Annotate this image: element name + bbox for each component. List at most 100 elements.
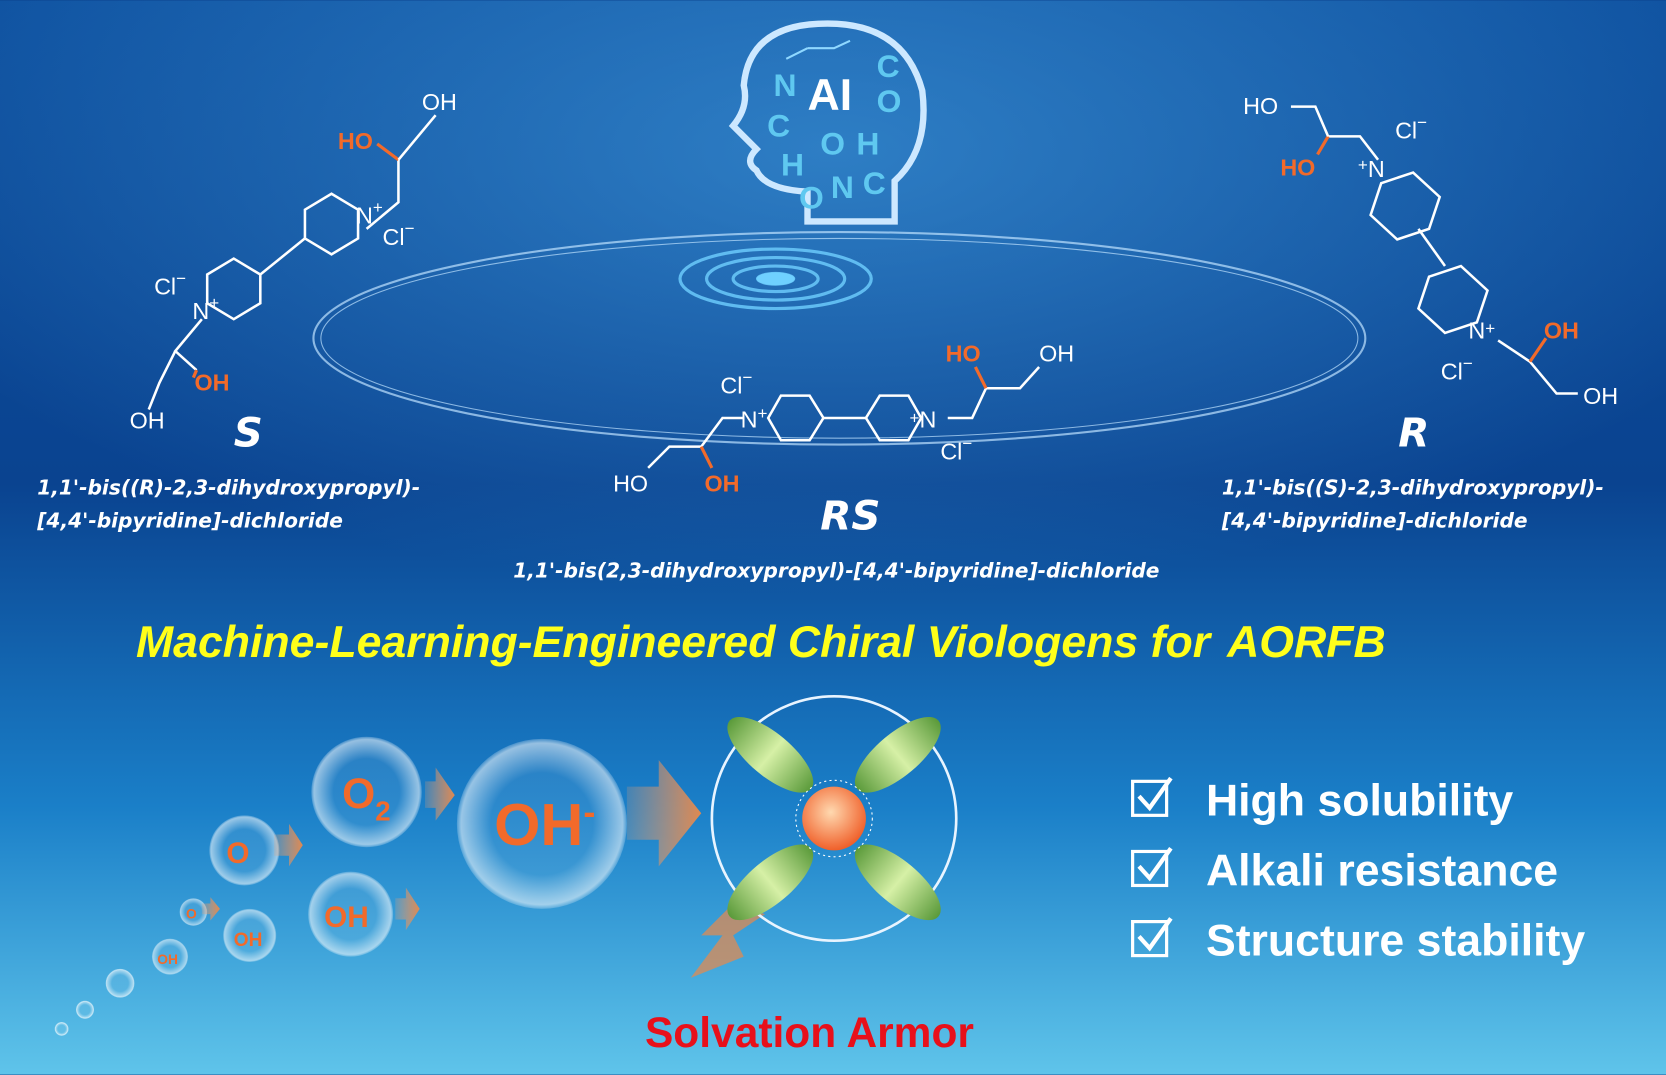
chem-label: OH xyxy=(1583,383,1618,409)
isomer-s-label: S xyxy=(234,410,263,457)
bubble-o2-label: O2 xyxy=(342,771,390,827)
main-title: Machine-Learning-Engineered Chiral Violo… xyxy=(136,618,1386,667)
chem-label: HO xyxy=(946,341,981,367)
chem-label: − xyxy=(405,219,415,238)
chem-label: High solubility xyxy=(1206,776,1513,825)
ai-letter: H xyxy=(856,125,879,161)
checkbox-checked-icon xyxy=(1131,847,1173,888)
molecule-r-structure: HO HO Cl− +N N+ OH Cl− OH xyxy=(1243,93,1618,409)
chem-label: + xyxy=(1485,319,1495,338)
checkbox-checked-icon xyxy=(1131,917,1173,958)
chem-label: Cl xyxy=(383,224,405,250)
hologram-base xyxy=(678,247,873,311)
bubble-o2-label: O xyxy=(226,837,249,870)
chem-label: Alkali resistance xyxy=(1206,846,1558,895)
isomer-r-label: R xyxy=(1398,410,1429,457)
chem-label: N xyxy=(1468,317,1485,343)
chem-label: N xyxy=(356,203,373,229)
chem-label: N xyxy=(192,298,209,324)
ai-letter: C xyxy=(767,107,790,143)
chem-label: +N xyxy=(1358,155,1385,181)
chem-label: Cl− xyxy=(383,219,415,250)
bubble-o2-label: O xyxy=(186,905,197,921)
chem-label: HO xyxy=(1243,93,1278,119)
molecule-r-name: 1,1'-bis((S)-2,3-dihydroxypropyl)- xyxy=(1222,475,1604,499)
chem-label: OH xyxy=(1039,341,1074,367)
light-glow xyxy=(0,0,1666,745)
property-checklist: High solubility Alkali resistance Struct… xyxy=(1131,776,1585,966)
chem-label: + xyxy=(1358,155,1368,174)
chem-label: N+ xyxy=(1468,317,1495,343)
orbit-ring xyxy=(312,230,1367,446)
chem-label: N xyxy=(919,407,936,433)
chem-label: − xyxy=(962,434,972,453)
chem-label: HO xyxy=(1280,155,1315,181)
ai-letter: C xyxy=(863,165,886,201)
chem-label: OH xyxy=(130,408,165,434)
ai-letter: N xyxy=(831,169,854,205)
molecule-rs-structure: Cl− N+ +N Cl− HO OH HO OH xyxy=(613,341,1074,497)
ai-letter: O xyxy=(820,125,845,161)
chem-label: OH xyxy=(704,470,739,496)
ai-label: AI xyxy=(808,71,853,120)
chem-label: + xyxy=(757,404,767,423)
bubble-oh-label: OH xyxy=(234,930,263,951)
chem-label: Cl− xyxy=(1395,113,1427,144)
chem-label: Cl− xyxy=(154,269,186,300)
chem-label: + xyxy=(209,294,219,313)
chem-label: Cl− xyxy=(720,368,752,399)
chem-label: Cl xyxy=(940,438,962,464)
chem-label: N+ xyxy=(741,404,768,433)
chem-label: HO xyxy=(613,470,648,496)
ai-head-icon: AI N C C O H O H O N C xyxy=(728,20,927,225)
molecule-rs-name: 1,1'-bis(2,3-dihydroxypropyl)-[4,4'-bipy… xyxy=(513,558,1159,582)
checkbox-checked-icon xyxy=(1131,776,1173,817)
ai-letter: O xyxy=(799,180,824,216)
solvation-armor-icon xyxy=(710,695,958,943)
chem-label: Cl− xyxy=(1441,354,1473,385)
molecule-s-name: 1,1'-bis((R)-2,3-dihydroxypropyl)- xyxy=(37,475,420,499)
checklist-item: High solubility xyxy=(1131,776,1513,825)
chem-label: +N xyxy=(910,407,937,433)
ai-letter: N xyxy=(774,67,797,103)
chem-label: OH xyxy=(1544,317,1579,343)
bubble-oh-label: OH xyxy=(157,951,178,967)
molecule-r-name: [4,4'-bipyridine]-dichloride xyxy=(1221,508,1528,532)
molecule-s-structure: OH HO N+ Cl− Cl− N+ OH OH xyxy=(130,89,457,434)
ai-letter: H xyxy=(781,147,804,183)
chem-label: OH xyxy=(194,369,229,395)
molecule-s-name: [4,4'-bipyridine]-dichloride xyxy=(36,508,343,532)
isomer-rs-label: RS xyxy=(820,493,880,540)
ai-letter: C xyxy=(877,48,900,84)
chem-label: HO xyxy=(338,128,373,154)
chem-label: Cl xyxy=(720,373,742,399)
chem-label: Cl− xyxy=(940,434,972,465)
bubble-oh-label: OH- xyxy=(494,791,595,858)
oxygen-hydroxide-bubbles: OH O OH O OH O2 OH- xyxy=(54,736,765,1036)
solvation-armor-label: Solvation Armor xyxy=(645,1010,974,1057)
chem-label: N+ xyxy=(356,198,383,229)
chem-label: OH xyxy=(422,89,457,115)
ai-letter: O xyxy=(877,83,902,119)
checklist-item: Alkali resistance xyxy=(1131,846,1558,895)
chem-label: Cl xyxy=(1395,118,1417,144)
chem-label: + xyxy=(910,408,920,427)
checklist-item: Structure stability xyxy=(1131,917,1585,966)
chem-label: AORFB xyxy=(1226,618,1386,667)
chem-label: N xyxy=(741,407,758,433)
chem-label: Cl xyxy=(154,274,176,300)
chem-label: OH xyxy=(494,791,583,858)
chem-label: 2 xyxy=(375,796,390,827)
chem-label: N xyxy=(1368,156,1385,182)
chem-label: - xyxy=(583,791,595,832)
chem-label: Structure stability xyxy=(1206,917,1585,966)
chem-label: Machine-Learning-Engineered Chiral Violo… xyxy=(136,618,1213,667)
chem-label: − xyxy=(176,269,186,288)
bubble-oh-label: OH xyxy=(324,901,369,934)
chem-label: N+ xyxy=(192,294,219,325)
chem-label: − xyxy=(1417,113,1427,132)
chem-label: − xyxy=(1463,354,1473,373)
chem-label: O xyxy=(342,771,375,818)
